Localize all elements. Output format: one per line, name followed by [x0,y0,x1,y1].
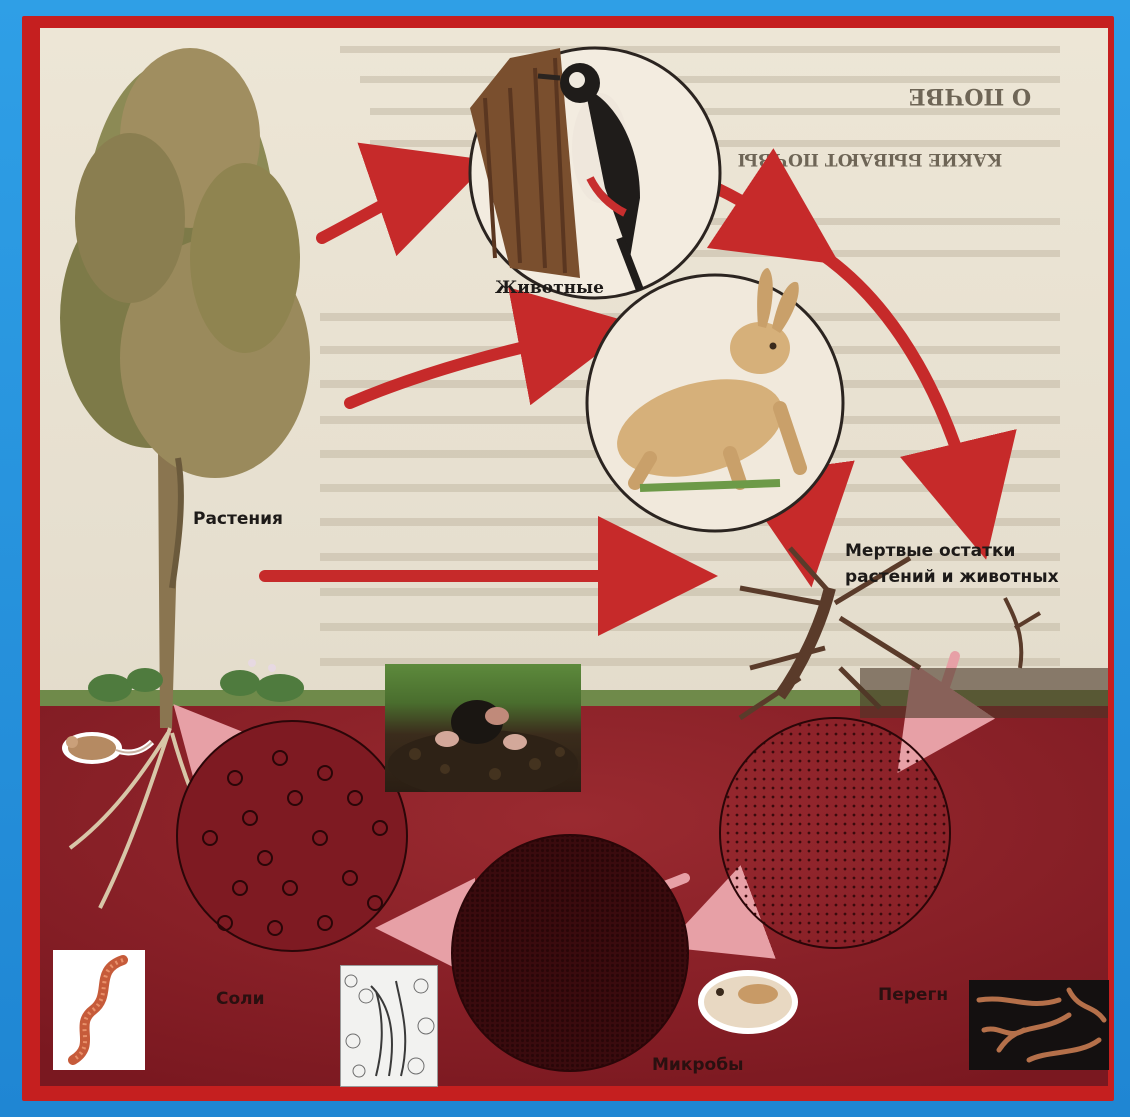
textbook-photo: О ПОЧВЕ КАКИЕ БЫВАЮТ ПОЧВЫ [40,28,1108,1086]
microbes-circle [452,835,688,1071]
hare-circle [587,268,843,531]
microbe-sketch-icon [340,965,438,1087]
hamster-icon [696,966,800,1036]
humus-circle [720,718,950,948]
book-subheading: КАКИЕ БЫВАЮТ ПОЧВЫ [738,149,1003,169]
centipede-icon [53,950,145,1070]
animals-label: Животные [495,278,604,298]
book-heading: О ПОЧВЕ [909,83,1031,109]
humus-label: Перегн [878,986,948,1006]
mouse-icon [52,722,156,770]
worms-photo [969,980,1109,1070]
woodpecker-circle [470,48,720,298]
mole-photo [385,664,581,792]
salts-label: Соли [216,990,265,1010]
microbes-label: Микробы [652,1056,743,1076]
plants-label: Растения [193,510,283,530]
salts-circle [177,721,407,951]
dead-remains-label-line1: Мертвые остатки [845,542,1015,562]
dead-remains-label-line2: растений и животных [845,568,1059,588]
mole-icon [385,664,581,792]
fallen-log [860,668,1108,718]
